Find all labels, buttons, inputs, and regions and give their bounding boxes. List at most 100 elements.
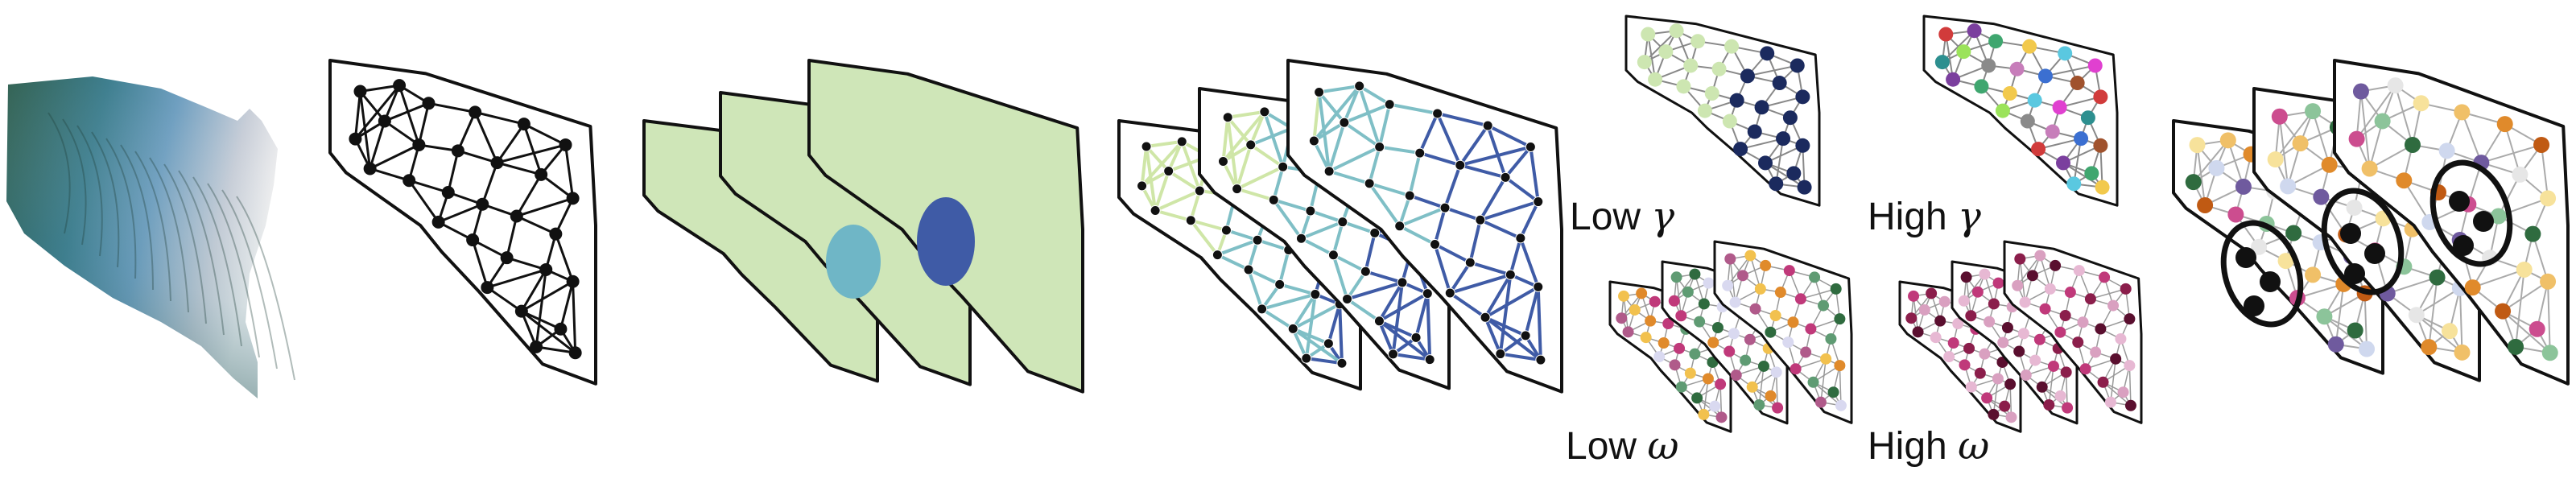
graph-node bbox=[2072, 336, 2084, 349]
graph-node bbox=[2396, 172, 2413, 189]
graph-node bbox=[1675, 310, 1687, 322]
graph-node bbox=[1981, 392, 1993, 404]
graph-edge bbox=[1469, 261, 1511, 277]
graph-node bbox=[1974, 367, 1986, 379]
graph-node bbox=[1938, 27, 1954, 42]
graph-edge bbox=[1236, 165, 1284, 191]
terrain-ridge bbox=[149, 157, 189, 313]
graph-node bbox=[1992, 373, 2004, 385]
graph-edge bbox=[1272, 166, 1285, 200]
graph-node bbox=[1786, 166, 1802, 181]
graph-edge bbox=[2428, 277, 2438, 348]
graph-node bbox=[539, 262, 553, 276]
graph-edge bbox=[2416, 314, 2463, 353]
high-omega-stack bbox=[1898, 240, 2143, 433]
low-omega-stack bbox=[1608, 240, 1853, 433]
graph-node bbox=[1669, 359, 1681, 371]
graph-node bbox=[2464, 279, 2481, 296]
graph-node bbox=[1760, 46, 1775, 61]
graph-edge bbox=[1942, 30, 1975, 63]
graph-edge bbox=[559, 281, 575, 330]
graph-node bbox=[1782, 336, 1794, 349]
graph-node bbox=[2429, 269, 2446, 286]
graph-edge bbox=[1480, 200, 1539, 222]
graph-edge bbox=[1327, 122, 1346, 172]
graph-node bbox=[2104, 396, 2116, 408]
graph-edge bbox=[1331, 221, 1344, 256]
graph-edge bbox=[369, 167, 410, 182]
graph-node bbox=[476, 197, 489, 211]
graph-node bbox=[1797, 180, 1812, 195]
graph-node bbox=[1974, 79, 1989, 94]
graph-node bbox=[1690, 34, 1706, 49]
graph-edge bbox=[2541, 144, 2549, 199]
graph-edge bbox=[2062, 162, 2103, 188]
graph-node bbox=[2027, 93, 2042, 108]
graph-edge bbox=[2359, 91, 2371, 169]
graph-edge bbox=[1397, 195, 1412, 227]
graph-node bbox=[1374, 142, 1385, 153]
graph-node bbox=[1674, 342, 1686, 354]
graph-edge bbox=[1358, 85, 1391, 106]
graph-edge bbox=[1262, 111, 1285, 167]
graph-edge bbox=[1408, 152, 1422, 196]
terrain-ridge bbox=[62, 118, 87, 246]
graph-node bbox=[1782, 110, 1798, 126]
graph-node bbox=[1765, 390, 1777, 402]
node-group bbox=[1308, 80, 1546, 365]
graph-edge bbox=[2048, 365, 2054, 406]
graph-node bbox=[1533, 281, 1544, 292]
graph-node bbox=[566, 275, 580, 288]
terrain-ridge bbox=[163, 163, 207, 324]
graph-node bbox=[1414, 147, 1426, 159]
graph-edge bbox=[1500, 352, 1542, 362]
graph-node bbox=[1711, 61, 1727, 76]
graph-node bbox=[2404, 136, 2421, 153]
graph-edge bbox=[1317, 92, 1331, 172]
graph-edge bbox=[497, 143, 566, 164]
graph-node bbox=[1308, 135, 1319, 147]
cluster-node bbox=[2244, 295, 2264, 316]
graph-node bbox=[2095, 180, 2110, 195]
graph-edge bbox=[1504, 175, 1539, 204]
graph-node bbox=[2124, 313, 2136, 325]
graph-node bbox=[2327, 336, 2344, 353]
graph-node bbox=[1744, 333, 1756, 345]
graph-edge bbox=[481, 162, 498, 205]
graph-node bbox=[1746, 381, 1758, 393]
graph-node bbox=[1960, 271, 1972, 283]
graph-node bbox=[2115, 332, 2127, 345]
graph-node bbox=[1694, 316, 1706, 328]
graph-edge bbox=[506, 216, 518, 258]
graph-node bbox=[2002, 86, 2017, 101]
graph-node bbox=[2267, 151, 2284, 168]
graph-edge bbox=[1227, 109, 1265, 119]
terrain-ridge bbox=[47, 112, 71, 234]
graph-node bbox=[1622, 326, 1634, 338]
graph-node bbox=[1807, 376, 1819, 388]
graph-edge bbox=[1291, 293, 1317, 330]
graph-node bbox=[2124, 360, 2136, 372]
graph-edge bbox=[1364, 232, 1377, 272]
graph-node bbox=[1979, 268, 1991, 280]
graph-edge bbox=[1338, 303, 1344, 364]
graph-node bbox=[1765, 326, 1777, 338]
graph-edge bbox=[1189, 219, 1219, 256]
graph-node bbox=[2117, 386, 2129, 398]
graph-edge bbox=[2472, 268, 2525, 289]
graph-edge bbox=[1343, 85, 1361, 124]
graph-node bbox=[2080, 110, 2095, 126]
graph-node bbox=[1662, 318, 1674, 330]
graph-edge bbox=[1444, 206, 1481, 222]
graph-edge bbox=[1368, 181, 1410, 197]
graph-node bbox=[1999, 400, 2011, 412]
graph-node bbox=[1444, 287, 1455, 299]
graph-edge bbox=[1327, 303, 1342, 345]
graph-node bbox=[1905, 312, 1918, 324]
graph-edge bbox=[419, 143, 459, 152]
graph-edge bbox=[2312, 110, 2330, 166]
mesh-graph bbox=[328, 59, 597, 386]
graph-node bbox=[2120, 283, 2132, 295]
graph-node bbox=[2029, 354, 2041, 366]
